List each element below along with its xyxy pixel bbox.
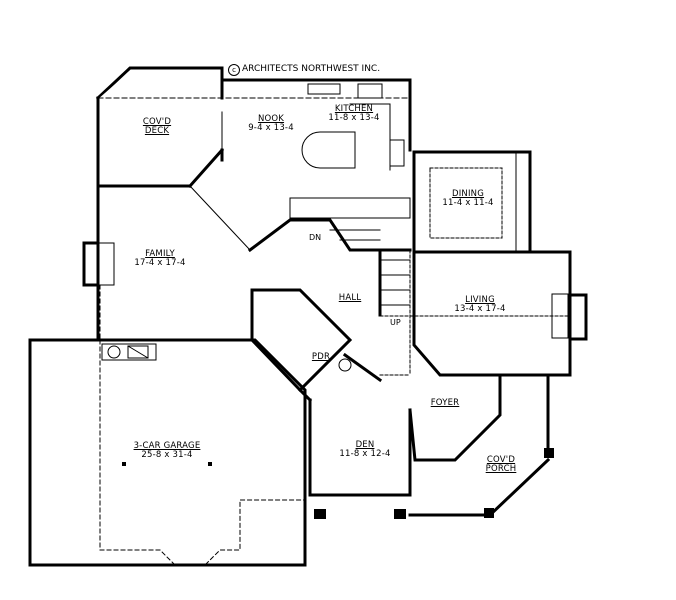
room-label-deck: COV'D DECK (142, 117, 172, 136)
family-room-walls (82, 186, 115, 342)
room-label-porch: COV'D PORCH (485, 455, 517, 474)
room-label-kitchen: KITCHEN 11-8 x 13-4 (328, 104, 380, 123)
garage-walls (28, 338, 307, 567)
room-label-garage: 3-CAR GARAGE 25-8 x 31-4 (133, 441, 201, 460)
stairs-down-label: DN (309, 233, 322, 242)
covered-porch-outline (408, 373, 551, 518)
room-label-family: FAMILY 17-4 x 17-4 (134, 249, 186, 268)
room-label-den: DEN 11-8 x 12-4 (339, 440, 391, 459)
kitchen-walls (220, 78, 412, 171)
room-label-dining: DINING 11-4 x 11-4 (442, 189, 494, 208)
powder-den-walls (250, 288, 412, 497)
stairs-up-label: UP (390, 318, 401, 327)
room-label-pdr: PDR (311, 352, 331, 362)
foyer-walls (408, 373, 502, 462)
room-label-living: LIVING 13-4 x 17-4 (454, 295, 506, 314)
copyright-icon: c (228, 64, 240, 76)
room-label-nook: NOOK 9-4 x 13-4 (248, 114, 294, 133)
stair-hall-walls (247, 197, 412, 376)
living-room-walls (379, 250, 588, 377)
room-label-foyer: FOYER (430, 398, 460, 408)
room-label-hall: HALL (338, 293, 362, 303)
credit-text: ARCHITECTS NORTHWEST INC. (242, 64, 381, 74)
